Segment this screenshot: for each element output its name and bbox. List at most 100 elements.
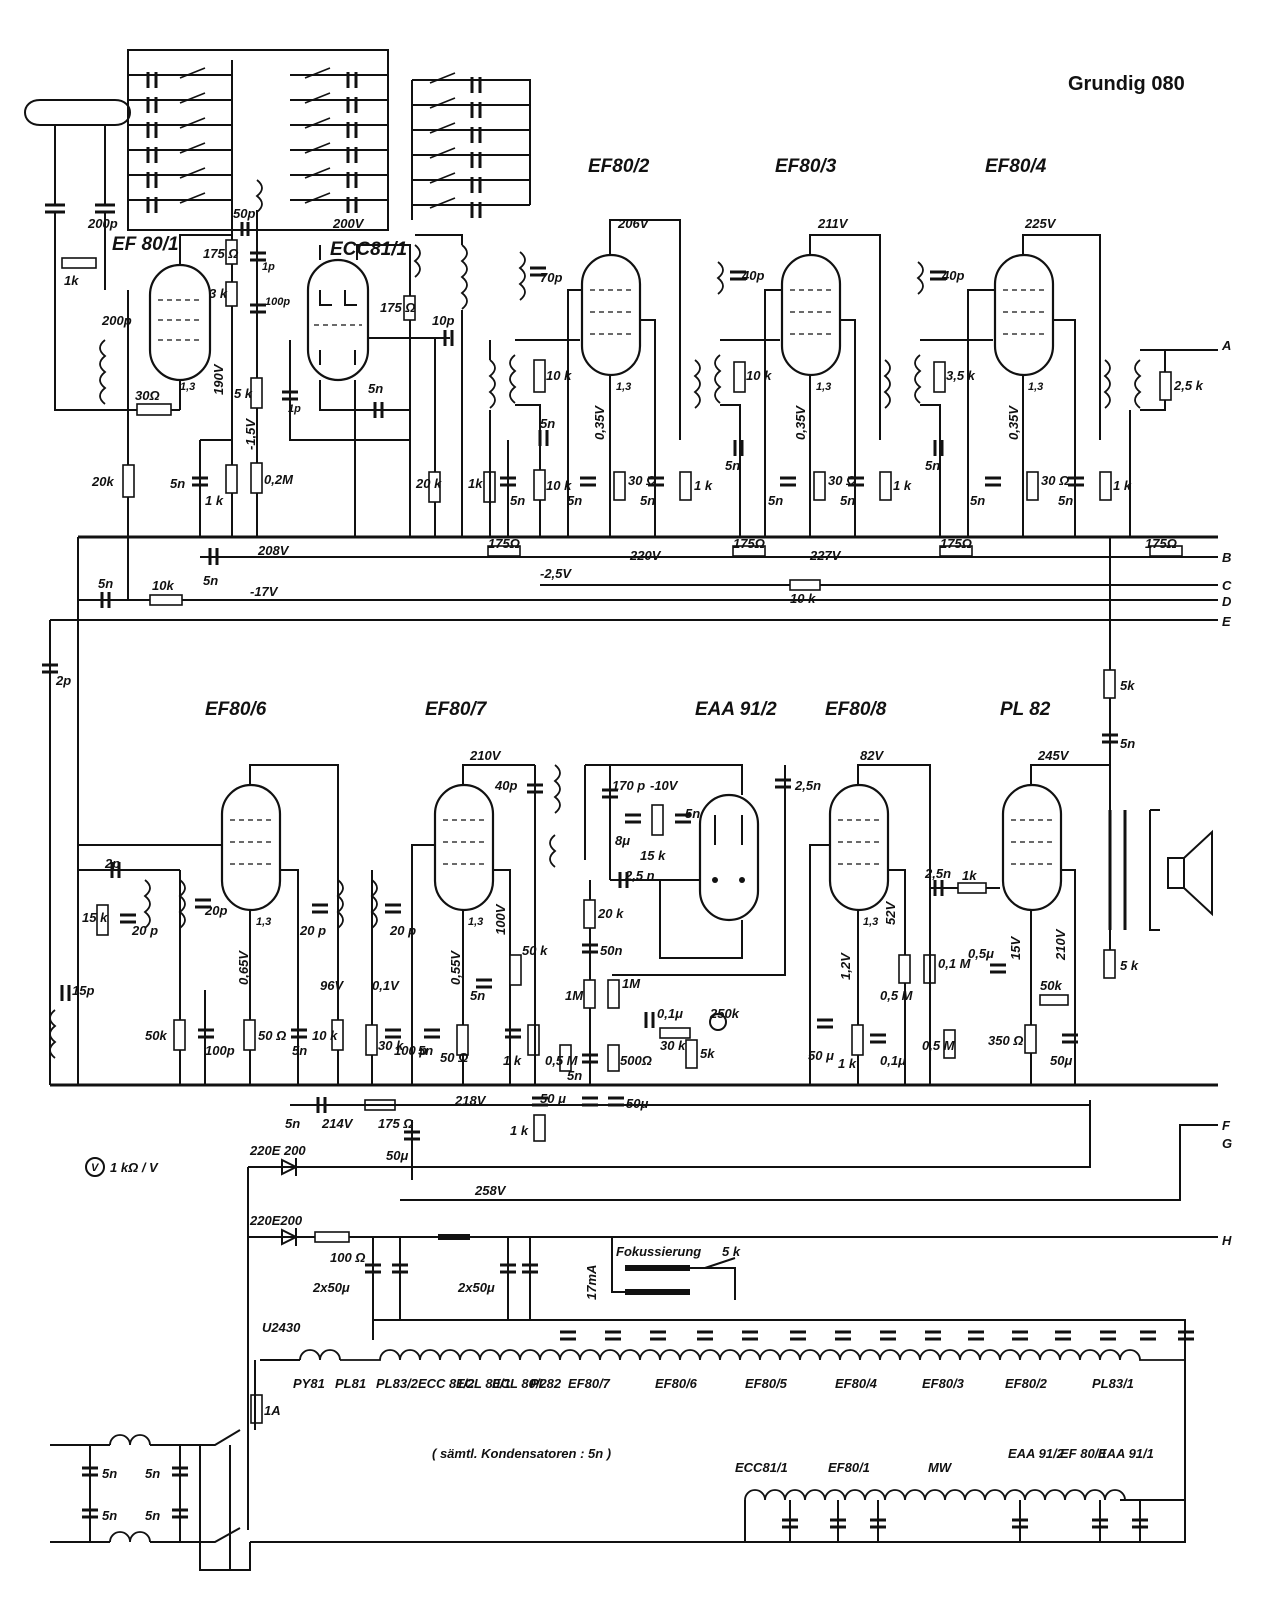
resistor-1k-d [879,471,892,501]
label-v210b: 210V [1053,928,1068,961]
label-c5n-f-b: 5n [1120,736,1135,751]
resistor-30-ohm-b [813,471,826,501]
label-v035-a: 0,35V [592,405,607,440]
heater-ef80-6: EF80/6 [655,1376,698,1391]
resistor-5k-f [1103,949,1116,979]
label-p1m: 1M [622,976,641,991]
label-v15: 15V [1008,936,1023,960]
resistor-15k [96,904,109,936]
tube-ecc81-1 [306,244,411,537]
label-r350: 350 Ω [988,1033,1023,1048]
label-v190: 190V [211,363,226,395]
label-r1k-h: 1 k [838,1056,857,1071]
label-r50k-c: 50k [1040,978,1062,993]
resistor-2-5k [1159,371,1172,401]
bus-label-h: H [1222,1233,1232,1248]
tube-label-pl82: PL 82 [1000,699,1051,720]
heater-ecl80-2: ECL 80/2 [492,1376,547,1391]
label-c5n-e-b: 5n [567,1068,582,1083]
tube-ef80-2 [567,219,681,537]
resistor-50-ohm [243,1019,256,1051]
label-c2p-b: 2p [104,856,120,871]
label-c50u-a: 50μ [626,1096,648,1111]
label-r30k: 30 k [378,1038,404,1053]
label-fuse: 1A [264,1403,281,1418]
heater-ef80-2: EF80/2 [1005,1376,1048,1391]
label-c40p-b: 40p [941,268,964,283]
resistor-0-5m [559,1044,572,1072]
label-rect2: 220E200 [249,1213,303,1228]
tube-ef80-3 [764,234,881,537]
resistor-1k-i [957,882,987,894]
resistor-30k [365,1024,378,1056]
pin-13-ef80-8: 1,3 [863,916,878,928]
label-r10k-e: 10 k [312,1028,338,1043]
label-v227: 227V [809,548,842,563]
resistor-175-ohm-d [732,545,766,557]
label-c8u: 8μ [615,833,630,848]
output-transformer [1102,537,1160,979]
label-c5n-1: 5n [102,1466,117,1481]
heater-ef80-5: EF80/5 [745,1376,788,1391]
label-c100p: 100p [265,296,290,308]
label-v206: 206V [617,216,650,231]
label-r5k-f: 5 k [1120,958,1139,973]
label-c1p-b: 1p [288,403,301,415]
tube-ef80-4 [967,234,1101,537]
heater-py81: PY81 [293,1376,325,1391]
label-c15p: 15p [72,983,94,998]
heater-ef80-4: EF80/4 [835,1376,878,1391]
label-meter: 1 kΩ / V [110,1160,159,1175]
label-c5n-h: 5n [768,493,783,508]
label-i17: 17mA [584,1265,599,1300]
resistor-1m [583,979,596,1009]
label-v52: 52V [883,901,898,925]
resistor-350-ohm [1024,1024,1037,1054]
label-c5n-a: 5n [170,476,185,491]
label-v035-b: 0,35V [793,405,808,440]
resistor-1k-e [1099,471,1112,501]
bus-label-c: C [1222,578,1232,593]
label-c20p-d: 20 p [389,923,416,938]
resistor-02m [250,462,263,494]
bus-label-g: G [1222,1136,1232,1151]
heater-ef80-8: EF 80/8 [1060,1446,1106,1461]
label-c200p-g: 200p [101,313,132,328]
resistor-5k-d [685,1039,698,1069]
focus-coil [611,1237,736,1300]
resistor-1k-g [533,1114,546,1142]
pin-13-ef80-1: 1,3 [180,381,195,393]
resistor-0-5m-c [943,1029,956,1059]
label-vm17: -17V [250,584,279,599]
tube-label-ef80-6: EF80/6 [205,699,267,720]
label-r01m: 0,1 M [938,956,972,971]
label-v82: 82V [860,748,884,763]
label-c5n-bus: 5n [203,573,218,588]
resistor-50-ohm-b [456,1024,469,1056]
label-r1k-b: 1k [468,476,483,491]
label-c5n-i: 5n [840,493,855,508]
label-p250k: 250k [709,1006,740,1021]
resistor-1k-h [851,1024,864,1056]
label-c100p-c: 100 p [394,1043,427,1058]
label-c5n-b: 5n [368,381,383,396]
label-c5n-2: 5n [145,1466,160,1481]
label-v214: 214V [321,1116,354,1131]
pin-13-ef80-6: 1,3 [256,916,271,928]
label-c40p-a: 40p [741,268,764,283]
label-c5n-b-b: 5n [418,1043,433,1058]
label-r05m: 0,5 M [545,1053,579,1068]
label-r175-c: 175Ω [488,536,520,551]
resistor-50k-c [1039,994,1069,1006]
resistor-175-ohm-f [1149,545,1183,557]
resistor-10k-bus [789,579,821,591]
label-r500: 500Ω [620,1053,652,1068]
tube-ef80-8 [809,764,931,1085]
label-c70p: 70p [540,270,562,285]
tube-label-ef80-4: EF80/4 [985,156,1047,177]
label-c20p-c: 20 p [299,923,326,938]
tube-ef80-6 [78,764,339,1085]
label-v208: 208V [257,543,290,558]
label-note: ( sämtl. Kondensatoren : 5n ) [432,1446,611,1461]
